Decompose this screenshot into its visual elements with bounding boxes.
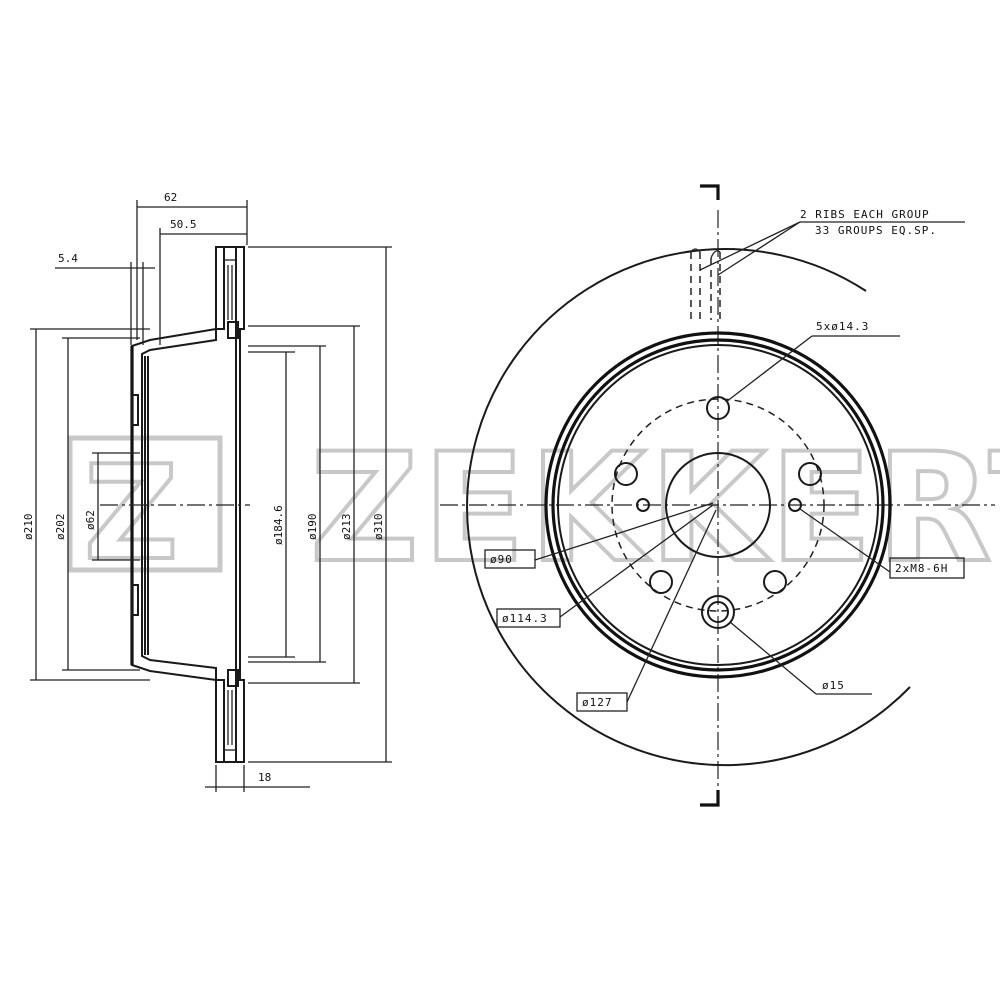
hat-ring-mid [551, 338, 885, 672]
svg-text:ø15: ø15 [822, 679, 845, 692]
dim-dia-190: ø190 [248, 345, 326, 663]
dim-dia-184-6: ø184.6 [248, 351, 295, 658]
section-marker-bottom [700, 790, 720, 807]
bolt-hole [706, 396, 730, 420]
svg-text:5xø14.3: 5xø14.3 [816, 320, 869, 333]
svg-text:ø213: ø213 [340, 514, 353, 541]
dim-disc-thickness: 18 [205, 765, 310, 792]
svg-text:ø202: ø202 [54, 514, 67, 541]
svg-text:ø210: ø210 [22, 514, 35, 541]
dim-overall-depth: 62 [136, 191, 248, 340]
callout-hat-dia: ø127 [576, 509, 717, 712]
bolt-hole [649, 570, 673, 594]
svg-text:2 RIBS EACH GROUP: 2 RIBS EACH GROUP [800, 208, 930, 221]
friction-ring-lower [215, 679, 245, 763]
center-bore [665, 452, 771, 558]
callout-center-bore: ø90 [484, 502, 714, 569]
svg-text:5.4: 5.4 [58, 252, 78, 265]
svg-text:2xM8-6H: 2xM8-6H [895, 562, 948, 575]
callout-threaded-holes: 2xM8-6H [799, 508, 965, 579]
callout-bolt-holes: 5xø14.3 [725, 320, 900, 403]
hat-ring-inner [557, 344, 879, 666]
bolt-hole [614, 462, 638, 486]
bolt-hole [763, 570, 787, 594]
front-view: 2 RIBS EACH GROUP 33 GROUPS EQ.SP. 5xø14… [440, 184, 995, 807]
ribs-note: 2 RIBS EACH GROUP 33 GROUPS EQ.SP. [699, 208, 965, 276]
side-section-view: 62 50.5 5.4 18 ø210 [22, 191, 392, 792]
svg-text:ø184.6: ø184.6 [272, 505, 285, 545]
svg-text:ø190: ø190 [306, 514, 319, 541]
hat-section [130, 321, 241, 687]
pcd-circle [611, 398, 825, 612]
dim-hat-thickness: 5.4 [55, 252, 155, 345]
svg-text:ø114.3: ø114.3 [502, 612, 548, 625]
brand-watermark: Z ZEKKERT [67, 420, 1000, 598]
svg-text:ø62: ø62 [84, 510, 97, 530]
friction-ring-upper [215, 246, 245, 330]
svg-text:62: 62 [164, 191, 177, 204]
callout-pcd: ø114.3 [496, 504, 714, 628]
rib-detail [690, 248, 721, 320]
callout-hole-dia: ø15 [729, 621, 872, 695]
section-marker-top [700, 184, 720, 200]
bolt-hole [798, 462, 822, 486]
dim-dia-210: ø210 [22, 328, 150, 681]
dim-dia-310: ø310 [248, 246, 392, 763]
threaded-hole [636, 498, 650, 512]
svg-text:50.5: 50.5 [170, 218, 197, 231]
threaded-hole [788, 498, 802, 512]
hat-ring-outer [544, 331, 892, 679]
svg-text:ø90: ø90 [490, 553, 513, 566]
dim-dia-213: ø213 [248, 325, 360, 684]
svg-text:ø127: ø127 [582, 696, 613, 709]
svg-text:33 GROUPS EQ.SP.: 33 GROUPS EQ.SP. [815, 224, 937, 237]
svg-text:ø310: ø310 [372, 514, 385, 541]
wheel-stud-hole-inner [707, 601, 729, 623]
dim-dia-62: ø62 [84, 452, 140, 561]
dim-hat-depth: 50.5 [159, 218, 247, 345]
wheel-stud-hole-outer [701, 595, 735, 629]
bolt-holes [614, 396, 822, 594]
outer-disc-edge [466, 248, 911, 767]
svg-text:18: 18 [258, 771, 271, 784]
dim-dia-202: ø202 [54, 337, 140, 671]
